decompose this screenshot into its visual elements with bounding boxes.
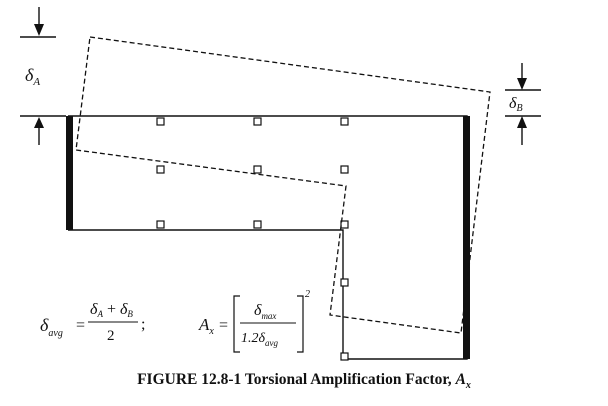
caption-text: FIGURE 12.8-1 Torsional Amplification Fa… (137, 371, 452, 388)
column (156, 220, 165, 229)
delta-avg-terminator: ; (141, 316, 145, 333)
column (340, 117, 349, 126)
column (253, 117, 262, 126)
column (340, 278, 349, 287)
caption-symbol: A (455, 371, 466, 388)
caption-subscript: x (465, 380, 471, 392)
ax-denominator: 1.2δavg (241, 331, 279, 348)
delta-a-label: δA (25, 65, 40, 88)
columns (156, 117, 349, 361)
ax-left-bracket (233, 295, 240, 353)
delta-b-dimension (505, 63, 541, 145)
delta-avg-equals: = (76, 317, 85, 334)
ax-right-bracket (297, 295, 304, 353)
figure-caption: FIGURE 12.8-1 Torsional Amplification Fa… (0, 371, 608, 391)
column (253, 165, 262, 174)
delta-avg-denominator: 2 (107, 328, 115, 344)
ax-numerator: δmax (254, 302, 276, 321)
column (340, 220, 349, 229)
column (340, 165, 349, 174)
deflected-floor-outline (75, 36, 491, 334)
delta-avg-lhs: δavg (40, 315, 63, 339)
delta-avg-numerator: δA+δB (90, 301, 133, 319)
undeflected-floor-outline (68, 115, 468, 360)
delta-avg-equation: δavg = δA+δB 2 ; (40, 301, 145, 344)
column (156, 165, 165, 174)
delta-b-label: δB (509, 95, 523, 114)
column (340, 352, 349, 361)
ax-exponent: 2 (305, 289, 310, 300)
delta-a-dimension (20, 7, 66, 145)
ax-equation: Ax = δmax 1.2δavg 2 (198, 289, 310, 353)
ax-lhs: Ax (198, 315, 214, 337)
right-shear-wall (463, 116, 470, 359)
ax-equals: = (219, 317, 228, 334)
column (156, 117, 165, 126)
left-shear-wall (66, 116, 73, 230)
column (253, 220, 262, 229)
